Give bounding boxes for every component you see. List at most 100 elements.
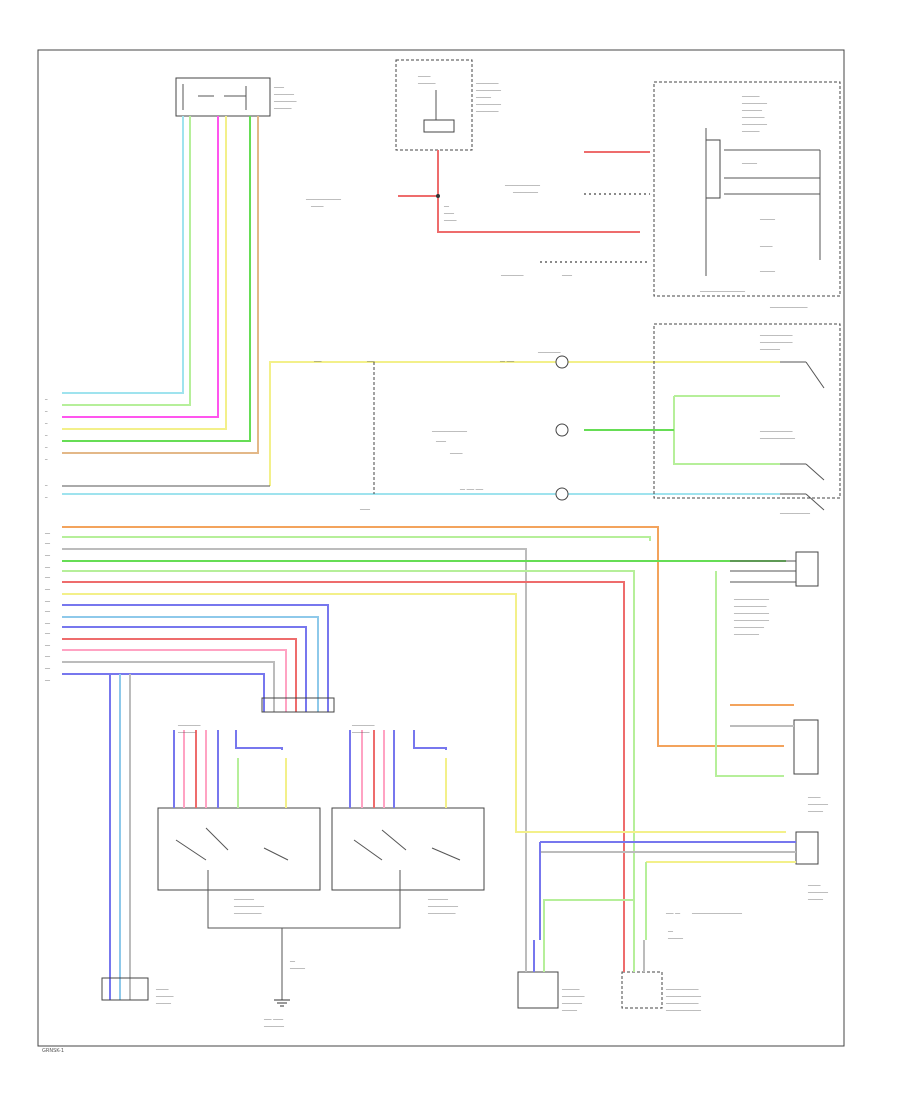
svg-text:__ ___: __ ___	[499, 356, 515, 362]
svg-text:_____: _____	[807, 792, 821, 798]
svg-text:________: ________	[273, 89, 295, 95]
switch-module-right: _________ _______ ________ ____________ …	[331, 720, 485, 920]
svg-text:_________: _________	[741, 112, 765, 118]
svg-text:________: ________	[741, 105, 763, 111]
svg-text:__________: __________	[733, 629, 760, 635]
svg-text:____: ____	[273, 82, 285, 88]
svg-text:_____: _____	[310, 201, 324, 207]
svg-text:____________________: ____________________	[691, 908, 743, 914]
svg-text:__________________: __________________	[699, 286, 746, 292]
svg-text:__________: __________	[512, 187, 539, 193]
svg-text:______: ______	[807, 894, 824, 900]
svg-text:________: ________	[807, 887, 829, 893]
svg-text:______________: ______________	[759, 433, 796, 439]
right-control-unit: _______ __________ ________ _________ __…	[653, 81, 841, 308]
svg-text:________: ________	[233, 894, 255, 900]
svg-text:_____: _____	[443, 215, 457, 221]
svg-text:______________: ______________	[733, 615, 770, 621]
svg-text:__________: __________	[475, 99, 502, 105]
svg-text:________: ________	[759, 344, 781, 350]
svg-text:_______: _______	[417, 78, 436, 84]
svg-text:__: __	[44, 675, 51, 681]
svg-text:______: ______	[667, 933, 684, 939]
svg-text:_____: _____	[155, 984, 169, 990]
svg-text:_____: _____	[449, 448, 463, 454]
svg-text:_: _	[44, 430, 48, 436]
svg-text:_____________: _____________	[759, 426, 793, 432]
svg-text:_________: _________	[500, 270, 524, 276]
svg-text:_____________: _____________	[759, 330, 793, 336]
svg-text:__: __	[667, 926, 674, 932]
svg-text:______________: ______________	[504, 180, 541, 186]
svg-text:__: __	[44, 550, 51, 556]
svg-text:__: __	[44, 651, 51, 657]
yellow-switch-wire	[269, 361, 780, 486]
svg-text:_____________: _____________	[665, 984, 699, 990]
svg-text:_____: _____	[417, 71, 431, 77]
svg-text:___________: ___________	[427, 908, 456, 914]
svg-text:____________: ____________	[779, 508, 811, 514]
svg-text:_____________: _____________	[733, 601, 767, 607]
svg-text:______: ______	[155, 998, 172, 1004]
svg-text:_: _	[44, 442, 48, 448]
switch-contact-2	[555, 423, 569, 437]
fuse-feed-wire	[437, 150, 640, 233]
svg-text:___: ___	[366, 356, 375, 362]
svg-text:__: __	[44, 562, 51, 568]
top-center-fuse-box: _____ _______ _________ __________ _____…	[395, 59, 502, 151]
svg-text:_______: _______	[351, 727, 370, 733]
svg-text:____________: ____________	[733, 622, 765, 628]
svg-text:______________: ______________	[733, 608, 770, 614]
svg-text:______: ______	[741, 158, 758, 164]
svg-text:_________: _________	[273, 96, 297, 102]
svg-text:__: __	[44, 572, 51, 578]
svg-text:_______: _______	[741, 126, 760, 132]
svg-text:__: __	[289, 956, 296, 962]
svg-text:______________: ______________	[665, 1005, 702, 1011]
svg-text:___ __: ___ __	[665, 908, 681, 914]
svg-text:_________: _________	[537, 347, 561, 353]
svg-text:______________: ______________	[665, 991, 702, 997]
svg-text:____: ____	[561, 270, 573, 276]
right-connector-upper: ______________ _____________ ___________…	[715, 551, 829, 812]
switch-contact-1	[555, 355, 569, 369]
svg-text:_______: _______	[561, 984, 580, 990]
svg-text:_: _	[44, 492, 48, 498]
svg-text:_: _	[44, 418, 48, 424]
svg-text:____________: ____________	[427, 901, 459, 907]
ground-wire	[207, 920, 401, 929]
svg-text:_______: _______	[155, 991, 174, 997]
svg-text:______________: ______________	[431, 426, 468, 432]
switch-module-left: _________ _______	[157, 697, 335, 920]
svg-text:____: ____	[435, 436, 447, 442]
svg-text:______: ______	[475, 92, 492, 98]
svg-text:_: _	[44, 454, 48, 460]
right-connector-lower: __ ___ __ ______ ______	[539, 831, 829, 940]
svg-text:___________: ___________	[233, 908, 262, 914]
svg-text:_________: _________	[177, 720, 201, 726]
svg-text:______: ______	[561, 1005, 578, 1011]
svg-text:___ ____: ___ ____	[263, 1014, 284, 1020]
svg-text:__: __	[44, 584, 51, 590]
svg-text:_: _	[44, 406, 48, 412]
svg-text:__: __	[44, 596, 51, 602]
svg-text:__: __	[44, 606, 51, 612]
svg-text:_____: _____	[759, 241, 773, 247]
ground-symbol-icon	[274, 999, 290, 1007]
svg-text:____: ____	[359, 504, 371, 510]
svg-text:__: __	[44, 618, 51, 624]
splice-dot	[436, 194, 440, 198]
svg-text:_______: _______	[273, 103, 292, 109]
svg-text:_: _	[44, 394, 48, 400]
svg-text:_________: _________	[351, 720, 375, 726]
bottom-sensor-right: ___ __ ____________________ __ ______ __…	[621, 908, 743, 1011]
main-wire-bundle: _____ _______ ______ __ __ __ __ __ __ _…	[44, 526, 786, 1004]
svg-text:______: ______	[807, 806, 824, 812]
svg-text:________: ________	[807, 799, 829, 805]
bottom-sensor-center: _______ _________ ________ ______	[517, 899, 634, 1011]
svg-text:__ ___ ___: __ ___ ___	[459, 484, 484, 490]
green-switch-wire	[673, 396, 780, 465]
footer-code: GRNSK-1	[42, 1048, 64, 1054]
svg-text:______: ______	[759, 266, 776, 272]
